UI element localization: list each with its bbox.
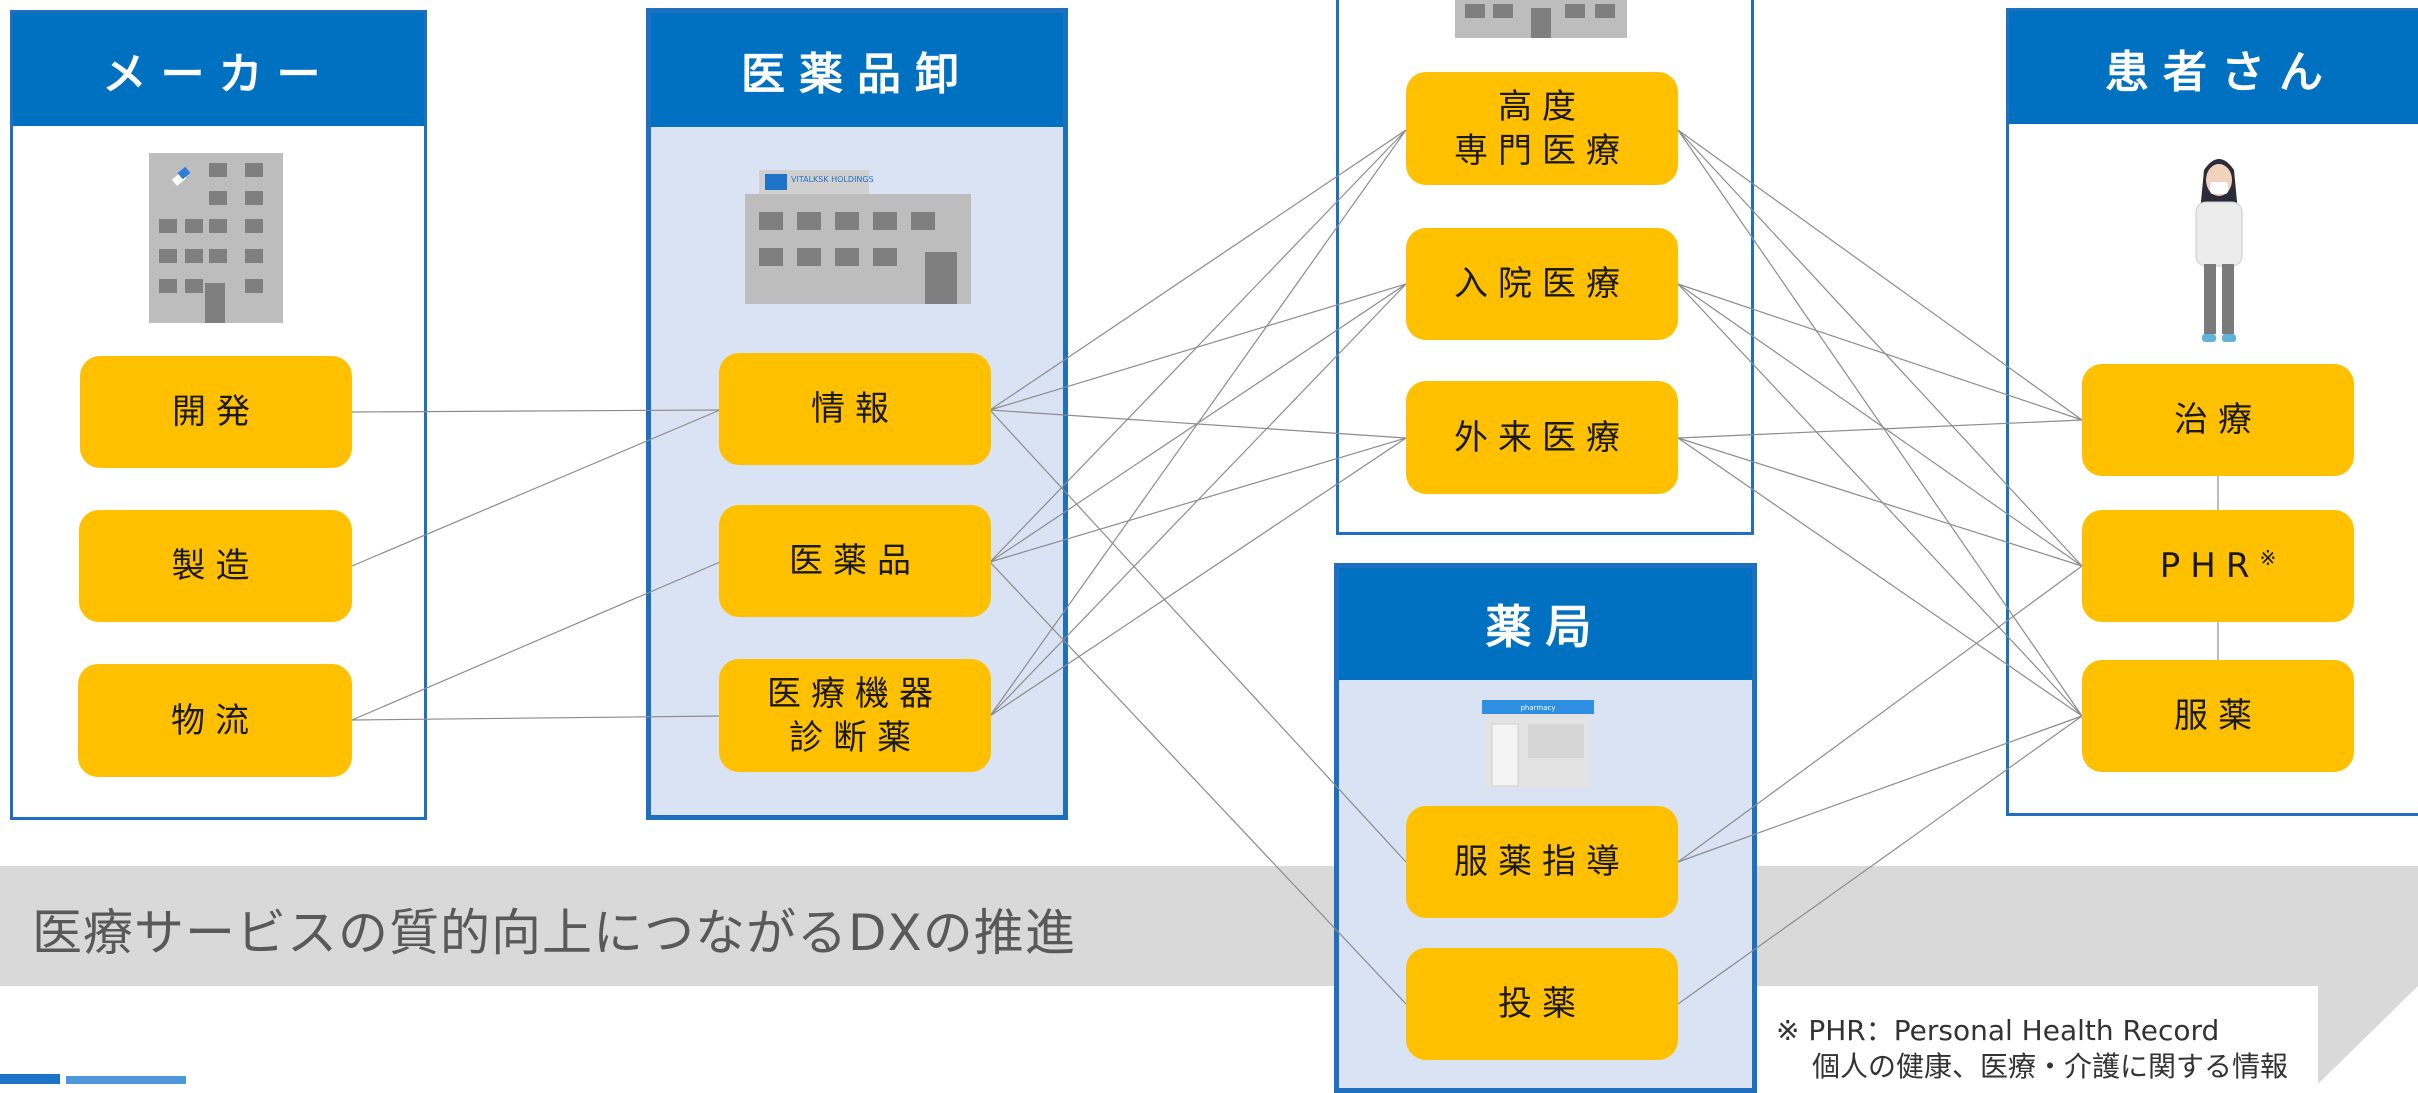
node-medical-devices-diagnostics: 医療機器 診断薬 xyxy=(719,659,991,772)
node-logistics: 物流 xyxy=(78,664,352,777)
node-pharmaceuticals: 医薬品 xyxy=(719,505,991,617)
patient-figure-icon xyxy=(2195,159,2243,342)
node-inpatient-care: 入院医療 xyxy=(1406,228,1678,340)
node-medical-devices-label: 医療機器 xyxy=(767,673,943,714)
maker-panel-title: メーカー xyxy=(13,13,424,126)
banner-title: 医療サービスの質的向上につながるDXの推進 xyxy=(32,904,1076,962)
pharmacy-panel-title: 薬局 xyxy=(1339,568,1752,680)
node-specialized-care-label: 専門医療 xyxy=(1454,130,1630,171)
banner xyxy=(0,866,2418,986)
phr-footnote-line2: 個人の健康、医療・介護に関する情報 xyxy=(1812,1050,2289,1083)
node-phr: PHR※ xyxy=(2082,510,2354,622)
wholesaler-building-icon: VITALKSK HOLDINGS xyxy=(745,170,971,304)
node-advanced-specialized-care: 高度 専門医療 xyxy=(1406,72,1678,185)
pharmacy-sign-text: pharmacy xyxy=(1520,704,1555,712)
node-medication: 服薬 xyxy=(2082,660,2354,772)
node-phr-label: PHR xyxy=(2159,546,2260,586)
hospital-building-icon xyxy=(1455,0,1627,38)
wholesaler-logo-text: VITALKSK HOLDINGS xyxy=(791,175,874,184)
company-logo-icon xyxy=(0,1074,186,1084)
factory-building-icon xyxy=(149,153,283,323)
node-development: 開発 xyxy=(80,356,352,468)
phr-note-mark: ※ xyxy=(2259,546,2277,570)
node-diagnostics-label: 診断薬 xyxy=(789,717,921,758)
node-dispensing: 投薬 xyxy=(1406,948,1678,1060)
banner-mask xyxy=(0,986,2340,1084)
node-medication-guidance: 服薬指導 xyxy=(1406,806,1678,918)
pharmacy-store-icon: pharmacy xyxy=(1482,700,1594,788)
node-outpatient-care: 外来医療 xyxy=(1406,381,1678,494)
node-advanced-label: 高度 xyxy=(1498,86,1586,127)
node-treatment: 治療 xyxy=(2082,364,2354,476)
node-manufacturing: 製造 xyxy=(79,510,352,622)
phr-footnote: ※ PHR：Personal Health Record 個人の健康、医療・介護… xyxy=(1776,1013,2288,1085)
patient-panel-title: 患者さん xyxy=(2009,11,2418,124)
node-information: 情報 xyxy=(719,353,991,465)
wholesaler-panel-title: 医薬品卸 xyxy=(651,13,1063,127)
phr-footnote-line1: ※ PHR：Personal Health Record xyxy=(1776,1014,2220,1047)
